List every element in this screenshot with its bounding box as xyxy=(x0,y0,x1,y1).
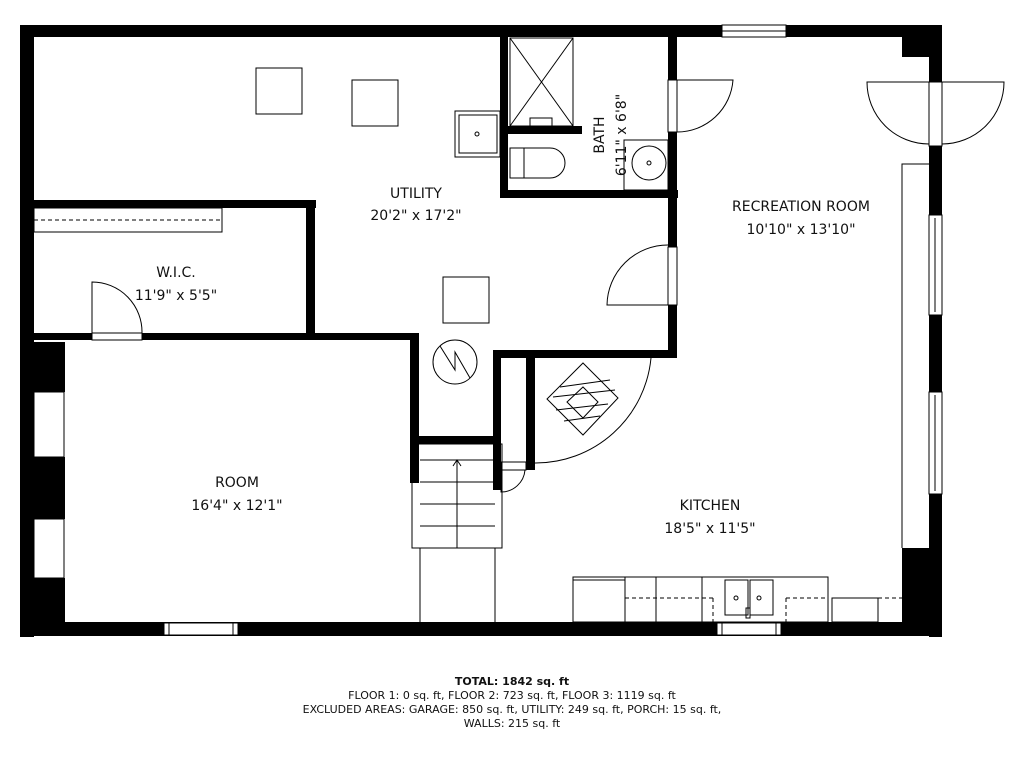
total-area: TOTAL: 1842 sq. ft xyxy=(454,675,570,688)
utility-appliances xyxy=(255,67,490,324)
kitchen-sink-icon xyxy=(724,579,774,619)
exterior-walls xyxy=(20,25,942,637)
area-summary: TOTAL: 1842 sq. ft FLOOR 1: 0 sq. ft, FL… xyxy=(0,675,1024,731)
room-dimensions: 10'10" x 13'10" xyxy=(746,222,855,238)
room-dimensions: 16'4" x 12'1" xyxy=(191,498,282,514)
room-name: UTILITY xyxy=(390,186,442,202)
bath-sink-icon xyxy=(623,139,669,191)
room-dimensions: 18'5" x 11'5" xyxy=(664,521,755,537)
toilet-icon xyxy=(509,147,566,179)
room-name: BATH xyxy=(592,116,608,153)
floor-plan: UTILITY 20'2" x 17'2" BATH 6'11" x 6'8" … xyxy=(20,24,1005,637)
room-utility: UTILITY 20'2" x 17'2" xyxy=(370,186,461,224)
interior-walls xyxy=(34,37,678,490)
room-kitchen: KITCHEN 18'5" x 11'5" xyxy=(664,498,755,537)
floor-areas: FLOOR 1: 0 sq. ft, FLOOR 2: 723 sq. ft, … xyxy=(348,689,676,702)
room-bath: BATH 6'11" x 6'8" xyxy=(592,94,630,176)
utility-sink-icon xyxy=(454,110,501,158)
walls-area: WALLS: 215 sq. ft xyxy=(463,717,561,730)
excluded-areas: EXCLUDED AREAS: GARAGE: 850 sq. ft, UTIL… xyxy=(302,703,722,716)
room-name: W.I.C. xyxy=(156,265,196,281)
room-recreation: RECREATION ROOM 10'10" x 13'10" xyxy=(732,199,870,238)
room-room: ROOM 16'4" x 12'1" xyxy=(191,475,282,514)
rec-room-counter xyxy=(901,163,929,548)
shower-icon xyxy=(509,37,574,127)
room-wic: W.I.C. 11'9" x 5'5" xyxy=(135,265,217,304)
room-name: ROOM xyxy=(215,475,259,491)
room-name: KITCHEN xyxy=(680,498,741,514)
water-heater-icon xyxy=(432,339,478,385)
stairs-icon xyxy=(411,443,503,622)
room-name: RECREATION ROOM xyxy=(732,199,870,215)
room-dimensions: 20'2" x 17'2" xyxy=(370,208,461,224)
windows xyxy=(33,24,943,636)
doors xyxy=(91,79,1005,493)
wic-shelf xyxy=(33,207,223,233)
room-dimensions: 6'11" x 6'8" xyxy=(614,94,630,176)
furnace-icon xyxy=(546,362,619,436)
kitchen-cabinets xyxy=(572,576,902,623)
room-dimensions: 11'9" x 5'5" xyxy=(135,288,217,304)
